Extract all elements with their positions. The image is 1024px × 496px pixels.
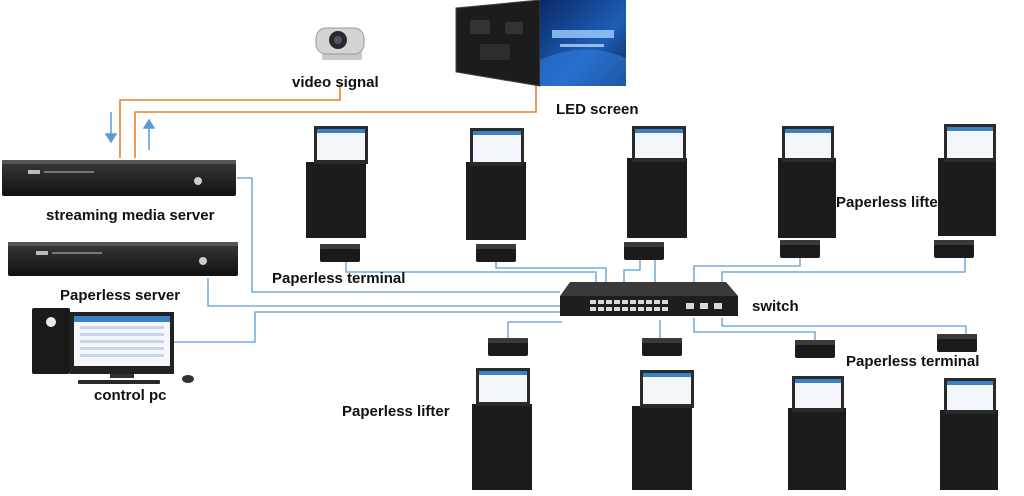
led-screen-label: LED screen	[556, 101, 639, 118]
paperless-server-link	[207, 278, 560, 307]
lifter-top-2	[466, 128, 526, 240]
switch-label: switch	[752, 298, 799, 315]
camera-to-server-line	[119, 84, 341, 158]
paperless-server-label: Paperless server	[60, 287, 181, 304]
terminal-boxes-top	[320, 240, 974, 262]
network-switch-icon	[560, 282, 738, 316]
lifter-top-5	[938, 124, 996, 236]
lifter-top-3	[627, 126, 687, 238]
stream-server-link	[237, 177, 560, 293]
io-arrows	[104, 112, 156, 150]
paperless-terminal-box-icon	[780, 240, 820, 258]
video-signal-label: video signal	[292, 74, 379, 91]
link-top-2	[495, 262, 607, 284]
control-pc-link	[172, 311, 560, 343]
link-bot-3	[693, 318, 816, 340]
led-to-server-line	[134, 84, 537, 158]
paperless-terminal-box-icon	[937, 334, 977, 352]
arrow-up-icon	[142, 118, 156, 129]
video-signal-lines	[119, 84, 537, 158]
lifter-bottom-3	[788, 376, 846, 490]
desktop-pc-icon	[32, 308, 194, 384]
lifter-top-4	[778, 126, 836, 238]
paperless-terminal-label-right: Paperless terminal	[846, 353, 980, 370]
paperless-terminal-box-icon	[934, 240, 974, 258]
rack-server-icon	[8, 242, 238, 276]
link-top-3	[623, 260, 641, 284]
link-top-4	[693, 258, 801, 284]
link-top-1	[345, 262, 597, 284]
paperless-terminal-label-left: Paperless terminal	[272, 270, 406, 287]
rack-server-icon	[2, 160, 236, 196]
paperless-terminal-box-icon	[642, 338, 682, 356]
paperless-terminal-box-icon	[488, 338, 528, 356]
paperless-terminal-box-icon	[624, 242, 664, 260]
lifter-bottom-1	[472, 368, 532, 490]
lifter-top-1	[306, 126, 368, 238]
streaming-media-server-label: streaming media server	[46, 207, 215, 224]
network-lines	[172, 177, 967, 343]
lifter-bottom-4	[940, 378, 998, 490]
paperless-lifter-label-bottom: Paperless lifter	[342, 403, 450, 420]
paperless-lifter-label-top: Paperless lifte	[836, 194, 938, 211]
paperless-terminal-box-icon	[795, 340, 835, 358]
paperless-terminal-box-icon	[476, 244, 516, 262]
paperless-terminal-box-icon	[320, 244, 360, 262]
arrow-down-icon	[104, 133, 118, 144]
link-bot-4	[721, 318, 967, 334]
link-top-5	[721, 258, 966, 284]
control-pc-label: control pc	[94, 387, 167, 404]
lifter-bottom-2	[632, 370, 694, 490]
ptz-camera-icon	[315, 27, 365, 60]
terminal-boxes-bottom	[488, 334, 977, 358]
link-bot-1	[507, 321, 562, 338]
led-screen-icon	[455, 0, 626, 87]
